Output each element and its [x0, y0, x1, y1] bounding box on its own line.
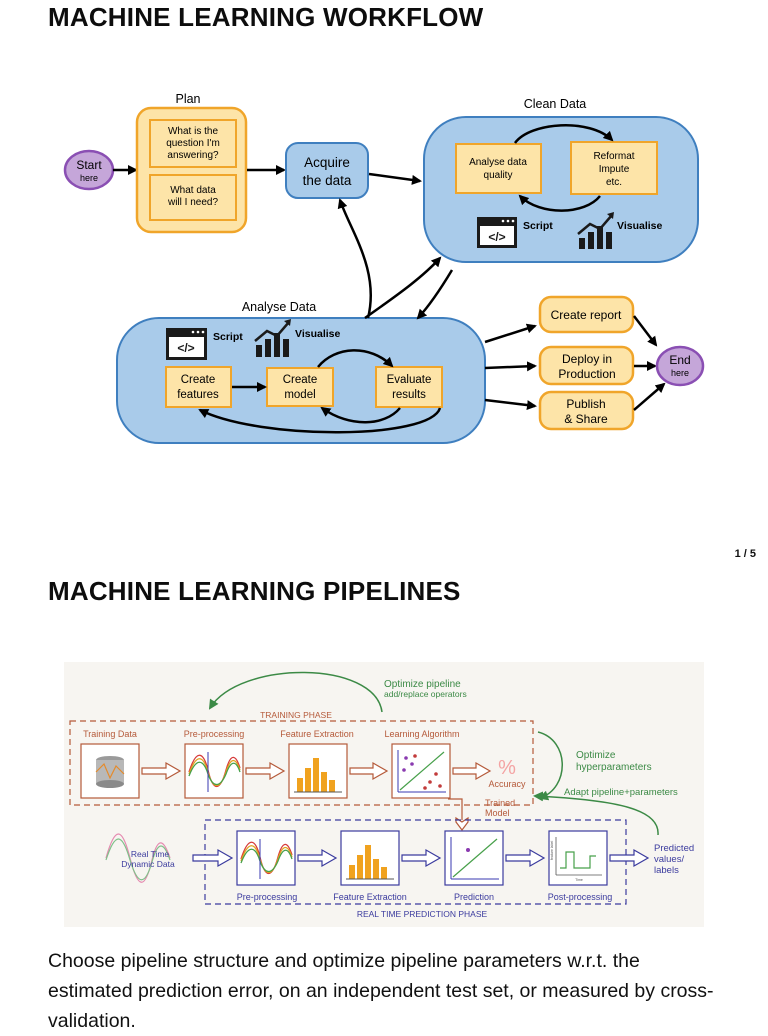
rt-postprocessing-box: feature label Time: [548, 830, 608, 886]
svg-text:Production: Production: [558, 367, 615, 381]
svg-text:features: features: [177, 389, 219, 401]
rt-prediction-box: [444, 830, 504, 886]
clean-data-group: Analyse data quality Reformat Impute etc…: [423, 116, 699, 263]
acquire-node: Acquire the data: [285, 142, 369, 199]
svg-text:here: here: [80, 173, 98, 183]
svg-text:Publish: Publish: [566, 397, 605, 411]
rt-preprocessing-box: [236, 830, 296, 886]
feature-extraction-box: [288, 743, 348, 799]
svg-text:hyperparameters: hyperparameters: [576, 762, 652, 773]
predicted-label: Predicted: [654, 843, 694, 854]
svg-text:Visualise: Visualise: [617, 220, 662, 232]
svg-text:Post-processing: Post-processing: [548, 892, 613, 902]
deploy-node: Deploy in Production: [538, 345, 635, 386]
svg-text:Feature Extraction: Feature Extraction: [333, 892, 407, 902]
svg-text:labels: labels: [654, 865, 679, 876]
svg-text:Dynamic Data: Dynamic Data: [121, 859, 175, 869]
page-title: MACHINE LEARNING WORKFLOW: [48, 2, 484, 32]
visualise-icon: [577, 212, 614, 249]
svg-text:Acquire: Acquire: [304, 155, 350, 170]
training-phase-label: TRAINING PHASE: [260, 710, 332, 720]
pipeline-diagram: Optimize pipeline add/replace operators …: [64, 662, 704, 927]
learning-algorithm-box: [391, 743, 451, 799]
optimize-pipeline-label: Optimize pipeline: [384, 679, 461, 690]
svg-text:Create: Create: [283, 374, 318, 386]
svg-text:Pre-processing: Pre-processing: [184, 729, 245, 739]
plan-group: What is the question I'm answering? What…: [135, 106, 248, 234]
svg-text:add/replace operators: add/replace operators: [384, 689, 467, 699]
svg-text:Training Data: Training Data: [83, 729, 137, 739]
svg-text:Real Time: Real Time: [131, 849, 170, 859]
svg-text:question I'm: question I'm: [166, 138, 220, 149]
optimize-hyper-label: Optimize: [576, 750, 616, 761]
svg-text:Trained: Trained: [485, 798, 515, 808]
svg-text:results: results: [392, 389, 426, 401]
svg-text:Reformat: Reformat: [593, 151, 634, 162]
svg-text:Impute: Impute: [599, 164, 630, 175]
page-2: MACHINE LEARNING PIPELINES Optimize pipe…: [0, 560, 768, 1032]
svg-text:Model: Model: [485, 808, 510, 818]
rt-feature-extraction-box: [340, 830, 400, 886]
svg-text:Pre-processing: Pre-processing: [237, 892, 298, 902]
svg-text:here: here: [671, 368, 689, 378]
svg-text:Learning Algorithm: Learning Algorithm: [384, 729, 459, 739]
analyse-data-label: Analyse Data: [242, 300, 316, 314]
svg-text:values/: values/: [654, 854, 684, 865]
svg-text:Script: Script: [213, 331, 243, 343]
svg-text:Create report: Create report: [551, 308, 622, 322]
svg-text:Analyse data: Analyse data: [469, 157, 527, 168]
svg-text:Create: Create: [181, 374, 216, 386]
start-node: Start here: [63, 149, 115, 191]
svg-text:End: End: [669, 353, 690, 367]
visualise-icon: [254, 319, 291, 357]
svg-text:quality: quality: [484, 170, 513, 181]
accuracy-label: Accuracy: [488, 779, 526, 789]
svg-text:Time: Time: [575, 878, 583, 882]
svg-text:</>: </>: [488, 230, 505, 244]
svg-text:Deploy in: Deploy in: [562, 352, 612, 366]
svg-text:will I need?: will I need?: [167, 197, 218, 208]
analyse-data-group: </> Script Visualise Create features Cre…: [116, 317, 486, 444]
plan-label: Plan: [175, 92, 200, 106]
page-title: MACHINE LEARNING PIPELINES: [48, 576, 461, 606]
svg-text:Evaluate: Evaluate: [387, 374, 432, 386]
script-icon: </>: [477, 217, 517, 248]
accuracy-symbol: %: [498, 757, 516, 779]
end-node: End here: [655, 345, 705, 387]
svg-text:the data: the data: [303, 173, 352, 188]
script-icon: </>: [166, 328, 207, 360]
publish-node: Publish & Share: [538, 390, 635, 431]
svg-text:answering?: answering?: [167, 150, 219, 161]
clean-data-label: Clean Data: [524, 97, 587, 111]
preprocessing-box: [184, 743, 244, 799]
svg-text:etc.: etc.: [606, 177, 622, 188]
svg-text:feature label: feature label: [550, 841, 554, 860]
svg-text:model: model: [284, 389, 315, 401]
svg-text:Visualise: Visualise: [295, 328, 340, 340]
realtime-data-wave: [105, 833, 171, 883]
training-data-box: [80, 743, 140, 799]
svg-text:Prediction: Prediction: [454, 892, 494, 902]
svg-text:Start: Start: [76, 158, 102, 172]
rt-phase-label: REAL TIME PREDICTION PHASE: [357, 909, 488, 919]
page-number: 1 / 5: [734, 548, 756, 560]
adapt-pipeline-label: Adapt pipeline+parameters: [564, 787, 678, 798]
svg-text:& Share: & Share: [564, 412, 608, 426]
svg-text:</>: </>: [177, 341, 194, 355]
svg-text:Script: Script: [523, 220, 553, 232]
svg-text:What is the: What is the: [168, 126, 218, 137]
page-1: MACHINE LEARNING WORKFLOW Start here Pla…: [48, 2, 705, 444]
body-paragraph: Choose pipeline structure and optimize p…: [48, 950, 714, 1032]
create-report-node: Create report: [538, 295, 635, 334]
svg-text:What data: What data: [170, 185, 216, 196]
svg-text:Feature Extraction: Feature Extraction: [280, 729, 354, 739]
workflow-diagram: Start here Plan What is the question I'm…: [63, 92, 705, 444]
